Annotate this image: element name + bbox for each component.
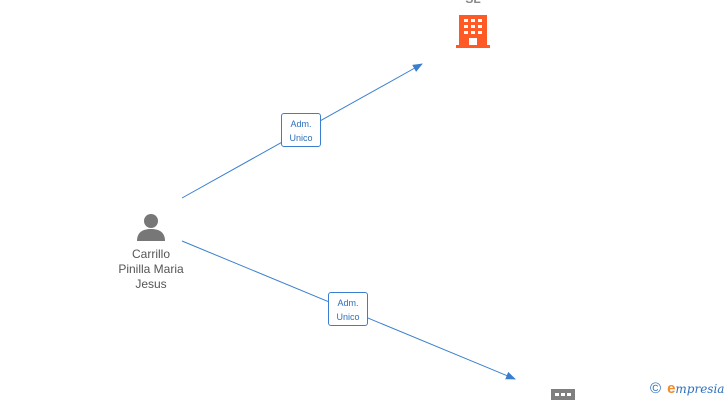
person-name-line2: Pinilla Maria: [118, 262, 184, 276]
copyright-symbol: ©: [650, 380, 662, 397]
edge-label-top-line1: Adm.: [290, 119, 312, 129]
brand-name: mpresia: [675, 382, 725, 396]
person-name[interactable]: Carrillo Pinilla Maria Jesus: [106, 247, 196, 292]
company-top-label[interactable]: SL: [455, 0, 491, 6]
person-name-line3: Jesus: [135, 277, 167, 291]
edge-label-bottom-line2: Unico: [336, 312, 360, 322]
building-icon-bottom[interactable]: [551, 389, 575, 400]
edge-label-top[interactable]: Adm. Unico: [281, 113, 321, 147]
edge-label-bottom-line1: Adm.: [337, 298, 359, 308]
person-name-line1: Carrillo: [131, 247, 170, 261]
brand-initial: e: [667, 380, 676, 397]
building-icon[interactable]: [456, 15, 490, 48]
edge-label-bottom[interactable]: Adm. Unico: [328, 292, 368, 326]
person-icon[interactable]: [137, 214, 165, 241]
watermark: © empresia: [650, 380, 724, 398]
edge-label-top-line2: Unico: [289, 133, 313, 143]
